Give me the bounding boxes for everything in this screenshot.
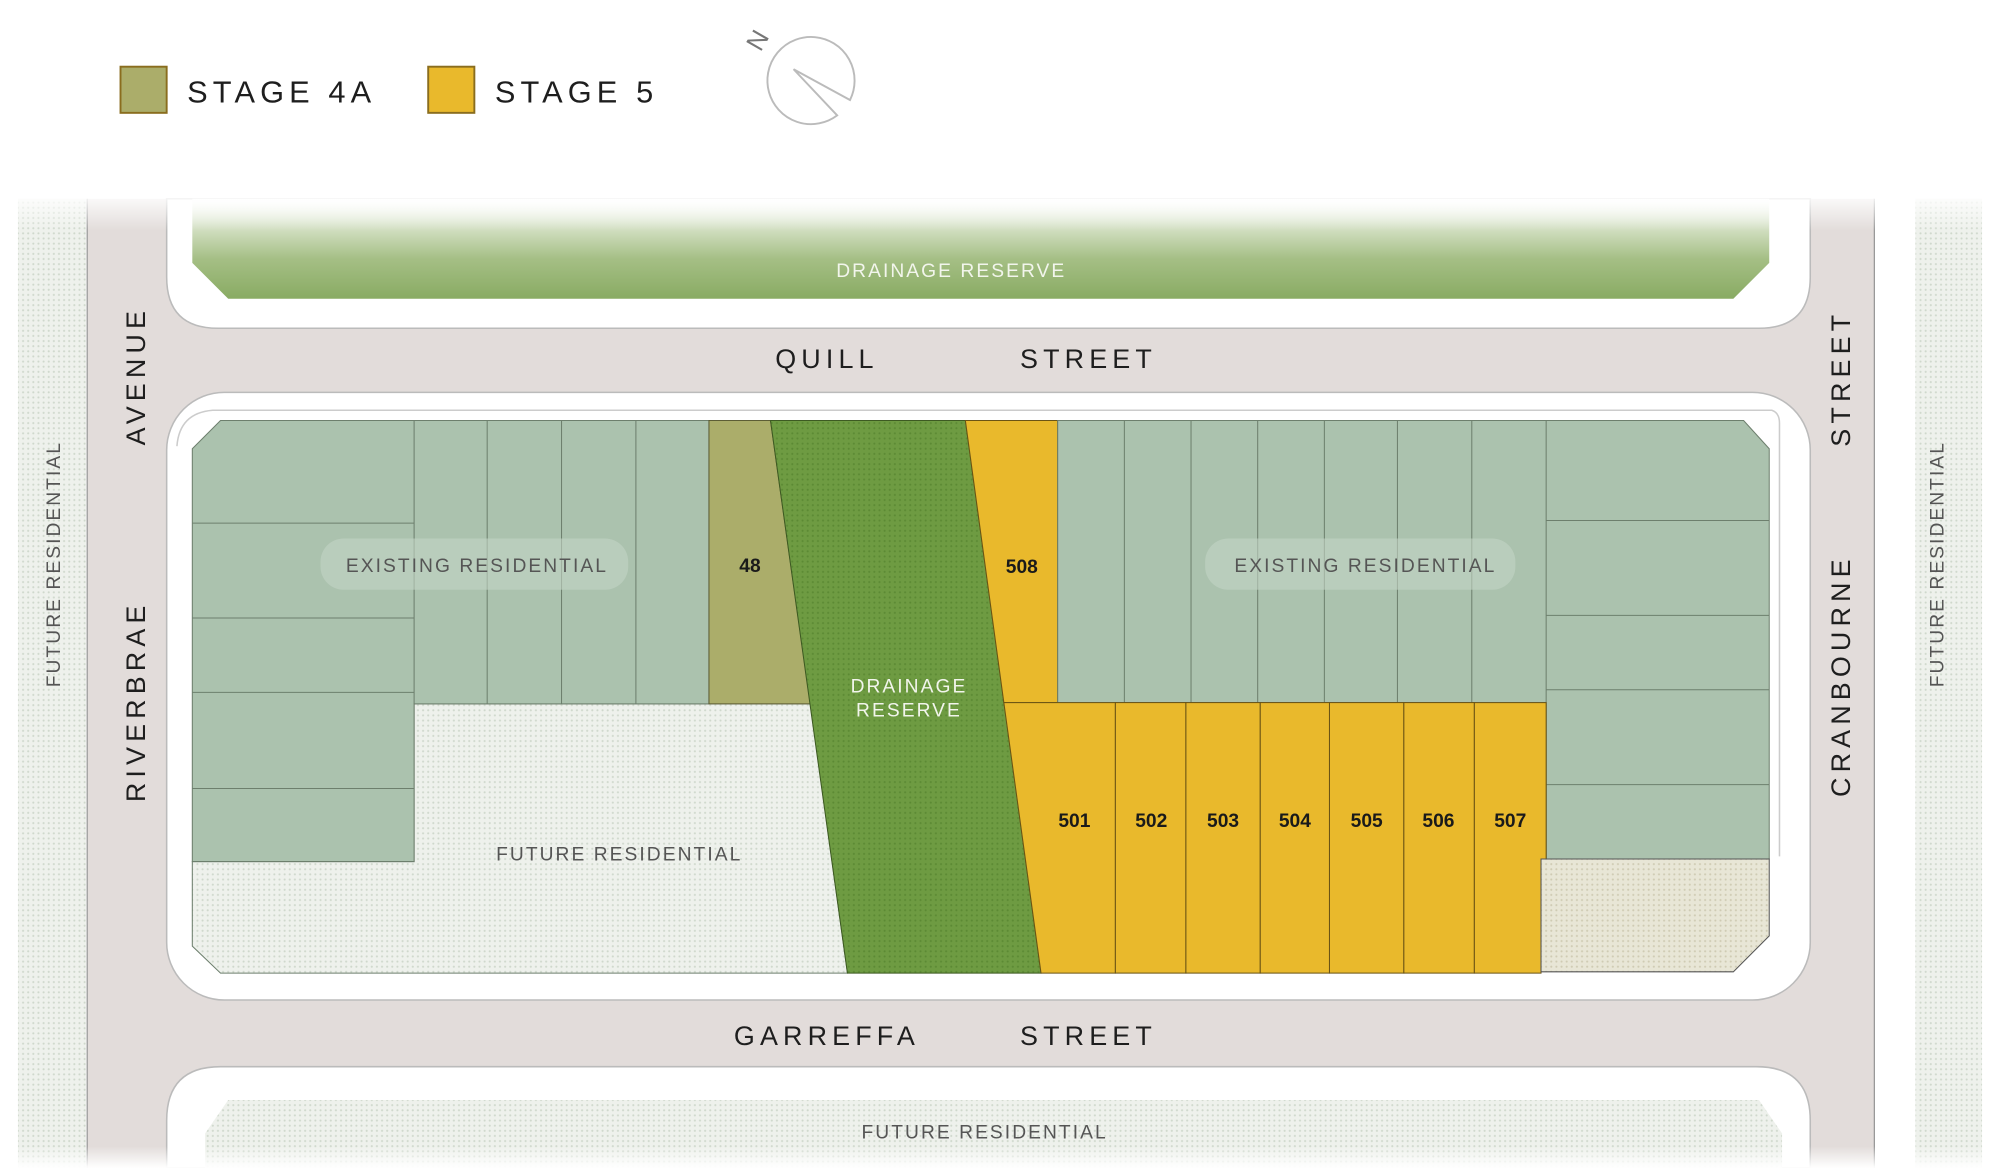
lot-48-label: 48 (739, 556, 761, 577)
drainage-reserve-middle-label-1: DRAINAGE (851, 676, 968, 697)
drainage-reserve-middle: DRAINAGE RESERVE (769, 420, 1042, 974)
future-residential-left-strip (17, 198, 86, 1168)
stage-5-lots: 501 502 503 504 505 506 507 (1003, 702, 1547, 974)
lot-505[interactable]: 505 (1328, 702, 1405, 974)
lot-508-label: 508 (1006, 557, 1038, 578)
legend-label-stage-4a: STAGE 4A (187, 75, 376, 110)
lot-502[interactable]: 502 (1114, 702, 1187, 974)
lot-505-label: 505 (1351, 811, 1383, 832)
legend-label-stage-5: STAGE 5 (495, 75, 659, 110)
lot-506-label: 506 (1422, 811, 1454, 832)
riverbrae-avenue-label-1: RIVERBRAE (121, 600, 151, 802)
cranbourne-street-label-1: CRANBOURNE (1826, 554, 1856, 797)
future-residential-right-label: FUTURE RESIDENTIAL (1928, 441, 1949, 687)
north-label: N (741, 26, 775, 56)
existing-residential-right: EXISTING RESIDENTIAL (1057, 420, 1770, 860)
drainage-reserve-top-label: DRAINAGE RESERVE (836, 261, 1066, 282)
legend-swatch-stage-4a (119, 65, 168, 114)
riverbrae-avenue-label-2: AVENUE (121, 306, 151, 445)
lot-501-label: 501 (1058, 811, 1090, 832)
garreffa-street-label-2: STREET (1020, 1021, 1157, 1051)
north-compass-icon: N (741, 26, 856, 126)
lot-504-label: 504 (1279, 811, 1311, 832)
future-residential-left-label: FUTURE RESIDENTIAL (44, 441, 65, 687)
quill-street-label-1: QUILL (775, 344, 878, 374)
legend-swatch-stage-5 (427, 65, 476, 114)
lot-503[interactable]: 503 (1185, 702, 1261, 974)
garreffa-street-label-1: GARREFFA (734, 1021, 920, 1051)
lot-503-label: 503 (1207, 811, 1239, 832)
existing-residential-left: EXISTING RESIDENTIAL (191, 420, 710, 863)
quill-street-label-2: STREET (1020, 344, 1157, 374)
future-residential-right-strip (1915, 198, 1983, 1168)
future-residential-bottom-label: FUTURE RESIDENTIAL (862, 1122, 1108, 1143)
corner-reserve (1540, 858, 1770, 973)
lot-502-label: 502 (1135, 811, 1167, 832)
lot-506[interactable]: 506 (1403, 702, 1475, 974)
lot-507[interactable]: 507 (1473, 702, 1547, 974)
drainage-reserve-middle-label-2: RESERVE (856, 701, 962, 722)
legend: STAGE 4A STAGE 5 (119, 65, 659, 114)
cranbourne-street-label-2: STREET (1826, 310, 1856, 447)
lot-504[interactable]: 504 (1259, 702, 1330, 974)
future-residential-middle-label: FUTURE RESIDENTIAL (496, 844, 742, 865)
existing-residential-right-label: EXISTING RESIDENTIAL (1234, 556, 1496, 577)
existing-residential-left-label: EXISTING RESIDENTIAL (346, 556, 608, 577)
lot-507-label: 507 (1494, 811, 1526, 832)
